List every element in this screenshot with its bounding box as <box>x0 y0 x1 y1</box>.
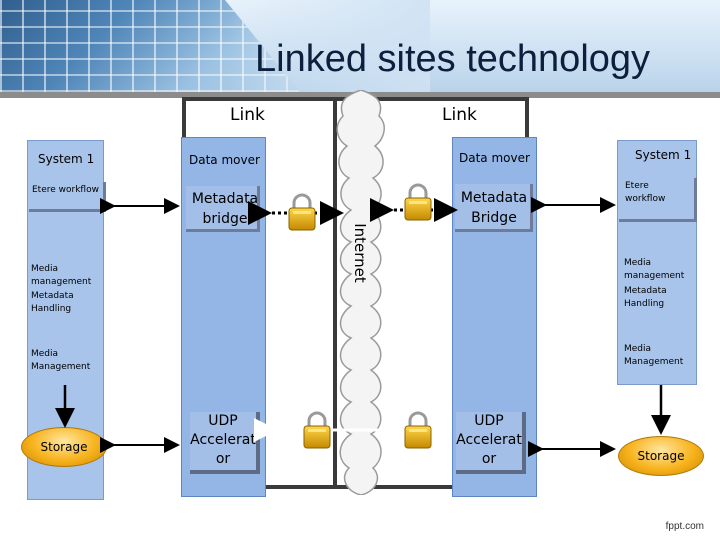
right-media-mgmt-label: Media management <box>624 258 685 281</box>
right-data-mover-label: Data mover <box>459 151 530 165</box>
left-etere-label: Etere workflow <box>32 185 99 195</box>
right-etere-box: Etere workflow <box>619 178 697 222</box>
right-storage-label: Storage <box>637 449 685 463</box>
left-system-label: System 1 <box>38 152 95 166</box>
left-udp-label: UDP Accelerat or <box>190 413 256 467</box>
right-etere-label: Etere workflow <box>625 181 666 204</box>
lock-icon <box>288 193 316 231</box>
left-data-mover-label: Data mover <box>189 153 260 167</box>
lock-icon <box>404 411 432 449</box>
right-storage: Storage <box>618 436 704 476</box>
left-media-mgmt-label: Media management <box>31 264 92 287</box>
link-label-right: Link <box>442 105 477 125</box>
left-etere-box: Etere workflow <box>29 182 106 212</box>
left-metadata-bridge-label: Metadata bridge <box>191 191 259 227</box>
lock-icon <box>404 183 432 221</box>
left-metadata-bridge-box: Metadata bridge <box>186 186 260 232</box>
left-storage: Storage <box>21 427 107 467</box>
lock-icon <box>303 411 331 449</box>
right-metadata-bridge-box: Metadata Bridge <box>455 184 533 232</box>
right-metadata-handling-label: Metadata Handling <box>624 286 667 309</box>
left-media-mgmt2-label: Media Management <box>31 349 91 372</box>
left-storage-label: Storage <box>40 440 88 454</box>
slide-title: Linked sites technology <box>255 38 651 80</box>
left-udp-box: UDP Accelerat or <box>190 412 260 474</box>
header-banner: Linked sites technology <box>0 0 720 92</box>
right-media-mgmt2-label: Media Management <box>624 344 684 367</box>
footer-brand: fppt.com <box>665 521 704 532</box>
left-metadata-handling-label: Metadata Handling <box>31 291 74 314</box>
link-label-left: Link <box>230 105 265 125</box>
right-system-label: System 1 <box>635 148 692 162</box>
right-udp-label: UDP Accelerat or <box>456 413 522 467</box>
right-metadata-bridge-label: Metadata Bridge <box>460 190 528 226</box>
right-udp-box: UDP Accelerat or <box>456 412 526 474</box>
